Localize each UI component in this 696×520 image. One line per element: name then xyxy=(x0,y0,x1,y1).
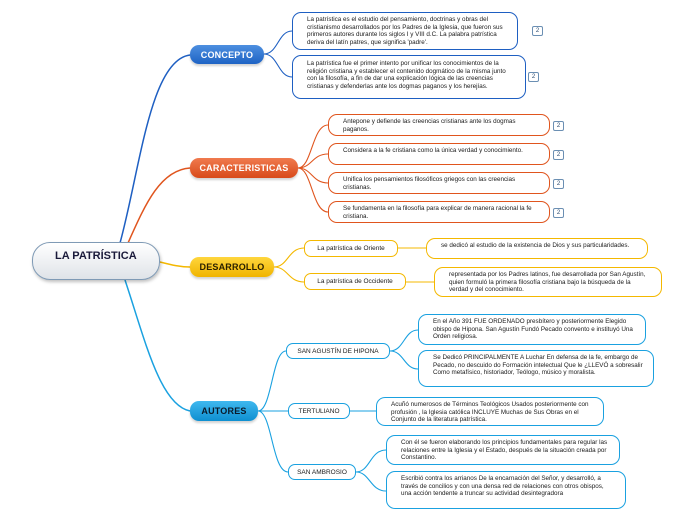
note-count-badge[interactable]: 2 xyxy=(528,72,539,82)
caracteristicas-item-1[interactable]: Antepone y defiende las creencias cristi… xyxy=(328,114,550,136)
concepto-item-2[interactable]: La patrística fue el primer intento por … xyxy=(292,55,526,99)
central-title: LA PATRÍSTICA xyxy=(55,250,137,262)
patristica-oriente-label[interactable]: La patrística de Oriente xyxy=(304,240,398,257)
tertuliano-label[interactable]: TERTULIANO xyxy=(288,403,350,419)
caracteristicas-item-3[interactable]: Unifica los pensamientos filosóficos gri… xyxy=(328,172,550,194)
branch-concepto xyxy=(119,54,191,244)
tertuliano-text[interactable]: Acuñó numerosos de Términos Teológicos U… xyxy=(376,397,604,426)
patristica-occidente-label[interactable]: La patrística de Occidente xyxy=(304,273,406,290)
branch-caracteristicas xyxy=(127,167,191,244)
note-count-badge[interactable]: 2 xyxy=(553,121,564,131)
san-ambrosio-label[interactable]: SAN AMBROSIO xyxy=(288,464,356,480)
autores-topic[interactable]: AUTORES xyxy=(190,401,258,421)
branch-autores xyxy=(124,279,191,412)
note-count-badge[interactable]: 2 xyxy=(532,26,543,36)
note-count-badge[interactable]: 2 xyxy=(553,179,564,189)
patristica-occidente-text[interactable]: representada por los Padres latinos, fue… xyxy=(434,267,662,297)
desarrollo-topic[interactable]: DESARROLLO xyxy=(190,257,274,277)
central-topic[interactable]: LA PATRÍSTICA xyxy=(32,242,160,280)
san-agustin-label[interactable]: SAN AGUSTÍN DE HIPONA xyxy=(286,343,390,359)
patristica-oriente-text[interactable]: se dedicó al estudio de la existencia de… xyxy=(426,238,648,259)
note-count-badge[interactable]: 2 xyxy=(553,150,564,160)
concepto-topic[interactable]: CONCEPTO xyxy=(190,45,264,64)
caracteristicas-item-4[interactable]: Se fundamenta en la filosofía para expli… xyxy=(328,201,550,223)
san-ambrosio-item-1[interactable]: Con él se fueron elaborando los principi… xyxy=(386,435,620,465)
caracteristicas-topic[interactable]: CARACTERISTICAS xyxy=(190,158,298,178)
concepto-item-1[interactable]: La patrística es el estudio del pensamie… xyxy=(292,12,518,50)
caracteristicas-item-2[interactable]: Considera a la fe cristiana como la únic… xyxy=(328,143,550,165)
note-count-badge[interactable]: 2 xyxy=(553,208,564,218)
san-agustin-item-2[interactable]: Se Dedicó PRINCIPALMENTE A Luchar En def… xyxy=(418,350,654,387)
branch-desarrollo xyxy=(159,261,191,268)
san-agustin-item-1[interactable]: En el Año 391 FUE ORDENADO presbítero y … xyxy=(418,314,646,345)
san-ambrosio-item-2[interactable]: Escribió contra los arrianos De la encar… xyxy=(386,471,626,509)
